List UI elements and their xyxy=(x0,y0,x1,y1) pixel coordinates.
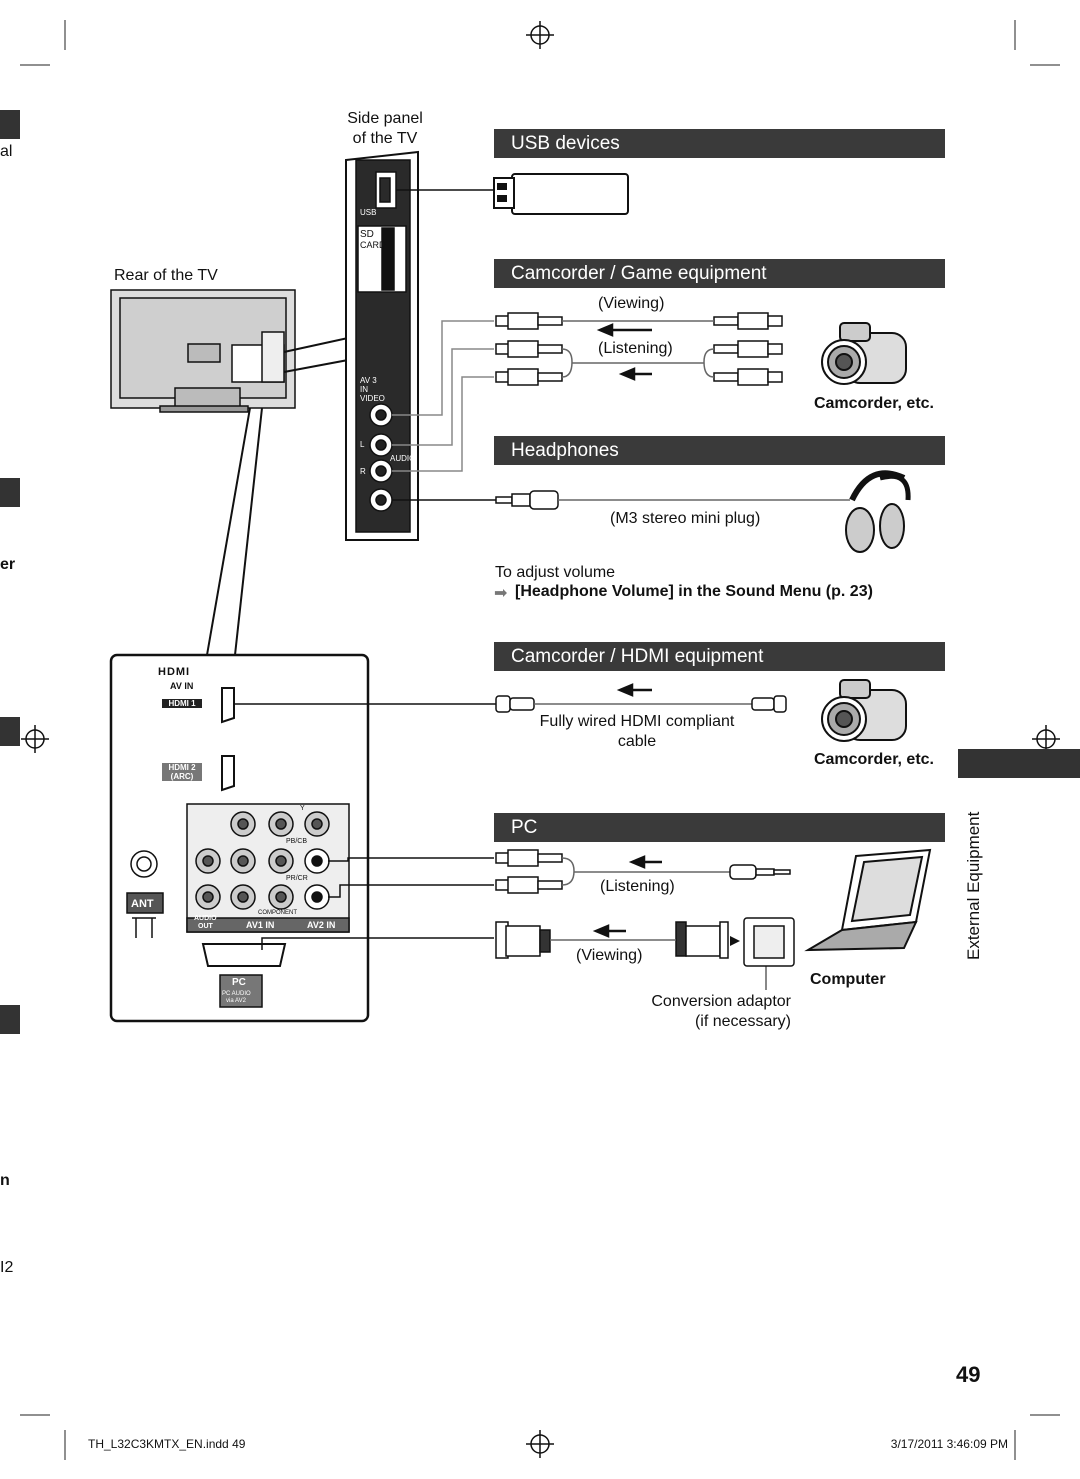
crop-marks xyxy=(20,20,1060,1460)
sound-menu-reference: [Headphone Volume] in the Sound Menu (p.… xyxy=(515,583,873,600)
panel-pb-label: PB/CB xyxy=(286,838,308,845)
section-header-usb: USB devices xyxy=(494,129,945,158)
headphones-icon xyxy=(845,470,911,553)
bottom-panel-illustration xyxy=(109,653,370,1023)
computer-label: Computer xyxy=(810,971,886,988)
rear-tv-label: Rear of the TV xyxy=(114,267,218,284)
panel-av-in-label: AV IN xyxy=(170,681,194,691)
footer-filename: TH_L32C3KMTX_EN.indd 49 xyxy=(88,1437,246,1451)
section-header-camcorder-hdmi: Camcorder / HDMI equipment xyxy=(494,642,945,671)
panel-video-label: VIDEO xyxy=(360,394,385,403)
hdmi-cable-label: Fully wired HDMI compliant xyxy=(539,713,735,730)
camcorder-label: Camcorder, etc. xyxy=(813,395,934,412)
panel-hdmi2-label: HDMI 2 xyxy=(162,763,202,772)
panel-arc-label: (ARC) xyxy=(162,772,202,781)
side-panel-illustration xyxy=(345,150,419,541)
listening-label: (Listening) xyxy=(598,340,673,357)
panel-hdmi1-label: HDMI 1 xyxy=(162,699,202,708)
adaptor-label: (if necessary) xyxy=(694,1013,791,1030)
panel-av3-label: AV 3 xyxy=(360,376,377,385)
margin-text: n xyxy=(0,1172,10,1189)
camcorder-icon xyxy=(821,679,907,742)
camcorder-icon xyxy=(821,322,907,385)
camcorder-label: Camcorder, etc. xyxy=(813,751,934,768)
arrow-left-icon xyxy=(596,323,652,381)
margin-block xyxy=(0,478,20,507)
plug-label: (M3 stereo mini plug) xyxy=(610,510,761,527)
panel-pr-label: PR/CR xyxy=(286,875,308,882)
section-header-headphones: Headphones xyxy=(494,436,945,465)
panel-card-label: CARD xyxy=(360,240,386,250)
page-number: 49 xyxy=(956,1362,981,1387)
panel-ant-label: ANT xyxy=(131,898,154,910)
panel-pc-audio-label: PC AUDIO xyxy=(222,991,251,997)
tv-rear-illustration xyxy=(110,289,296,413)
panel-l-label: L xyxy=(360,440,365,449)
adaptor-label: Conversion adaptor xyxy=(651,993,791,1010)
vga-connector-icon xyxy=(495,917,795,967)
chapter-tab xyxy=(958,749,1080,778)
margin-block xyxy=(0,1005,20,1034)
adjust-volume-label: To adjust volume xyxy=(495,564,616,581)
viewing-label: (Viewing) xyxy=(576,947,643,964)
panel-y-label: Y xyxy=(300,805,305,812)
section-header-pc: PC xyxy=(494,813,945,842)
margin-text: er xyxy=(0,556,16,573)
panel-via-av2-label: via AV2 xyxy=(226,998,246,1004)
panel-component-label: COMPONENT xyxy=(258,910,297,916)
hdmi-cable-label: cable xyxy=(617,733,657,750)
side-panel-label: of the TV xyxy=(352,130,418,147)
panel-usb-label: USB xyxy=(360,208,377,217)
viewing-label: (Viewing) xyxy=(598,295,665,312)
panel-audio-out-label: OUT xyxy=(198,923,213,930)
registration-mark-icon xyxy=(21,21,1060,1458)
margin-block xyxy=(0,110,20,139)
panel-pc-label: PC xyxy=(232,977,246,988)
chapter-tab-label: External Equipment xyxy=(964,811,983,960)
margin-block xyxy=(0,717,20,746)
arrow-right-icon: ➡ xyxy=(494,585,508,602)
panel-in-label: IN xyxy=(360,385,368,394)
listening-label: (Listening) xyxy=(600,878,675,895)
rca-plug-icon xyxy=(495,312,783,386)
hdmi-cable-icon xyxy=(234,695,787,713)
panel-audio-label: AUDIO xyxy=(390,454,416,463)
usb-stick-icon xyxy=(493,173,629,215)
panel-audio-out-label: AUDIO xyxy=(194,915,217,922)
panel-av1in-label: AV1 IN xyxy=(246,920,275,930)
panel-av2in-label: AV2 IN xyxy=(307,920,336,930)
footer-date: 3/17/2011 3:46:09 PM xyxy=(890,1437,1008,1451)
laptop-icon xyxy=(804,848,932,952)
margin-text: al xyxy=(0,143,13,160)
panel-r-label: R xyxy=(360,467,366,476)
section-header-camcorder-game: Camcorder / Game equipment xyxy=(494,259,945,288)
panel-sd-label: SD xyxy=(360,229,374,240)
hdmi-logo: HDMI xyxy=(158,666,191,678)
side-panel-label: Side panel xyxy=(347,110,423,127)
margin-text: I2 xyxy=(0,1259,14,1276)
